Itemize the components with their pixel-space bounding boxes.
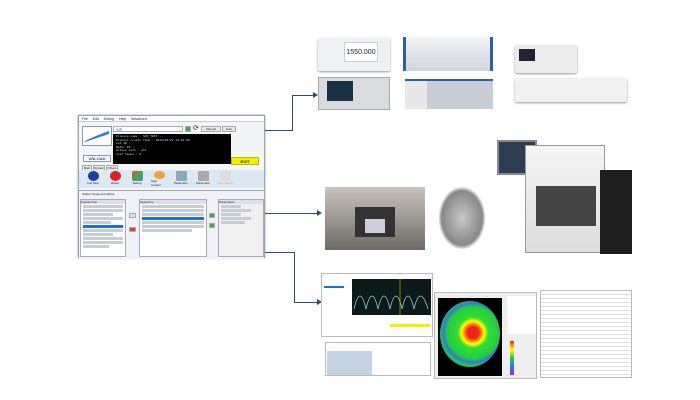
- clipboard-icon: [219, 171, 231, 181]
- move-down-button[interactable]: [209, 223, 215, 228]
- terminal-line: Active size : all: [116, 149, 147, 153]
- probe-station-photo: [325, 187, 425, 250]
- sequence-panel: Sequence: [139, 199, 207, 257]
- mode-auto-radio[interactable]: Auto: [222, 126, 236, 132]
- refresh-icon[interactable]: ⟳: [193, 125, 199, 132]
- optical-switch-chassis-image: [403, 37, 493, 71]
- hexapod-photo: [438, 186, 486, 250]
- tunable-laser-image: 1550.000: [318, 38, 390, 71]
- editor-title: Station Sequence Editor: [82, 192, 115, 196]
- optical-analyzer-image: [515, 78, 627, 102]
- parameter-icon: [175, 171, 187, 181]
- menu-advanced[interactable]: Advanced: [131, 117, 147, 121]
- connector-line: [292, 95, 293, 131]
- toolbar: Full Stop Reset Debug Step Control Param…: [79, 170, 264, 188]
- label: Next Select: [217, 181, 233, 185]
- label: Parameter: [173, 181, 188, 185]
- spectrum-software-screenshot: [321, 273, 433, 337]
- spectrum-plot: [352, 279, 431, 315]
- arrow-head-icon: [313, 92, 318, 98]
- add-step-button[interactable]: [129, 213, 136, 218]
- menu-help[interactable]: Help: [119, 117, 127, 121]
- laser-display: 1550.000: [344, 42, 378, 62]
- parameters-panel: Parameters: [218, 199, 264, 257]
- debug-button[interactable]: Debug: [129, 171, 145, 187]
- project-input[interactable]: SIP: [113, 126, 183, 132]
- label: Step Control: [151, 179, 161, 187]
- results-table-screenshot: [325, 342, 431, 376]
- controller-rack-photo: [600, 170, 632, 254]
- run-icon[interactable]: [185, 126, 191, 132]
- data-log-screenshot: [540, 290, 632, 378]
- sequence-editor: Station Sequence Editor Function list Se…: [79, 190, 264, 259]
- menu-bar: File Edit Debug Help Advanced: [79, 116, 264, 122]
- connector-line: [265, 213, 318, 214]
- terminal-line: Process name : SIP_TEST...: [116, 135, 163, 138]
- power-meter-image: [515, 45, 577, 73]
- menu-file[interactable]: File: [82, 117, 88, 121]
- function-list-panel: Function list: [80, 199, 126, 257]
- label: Reset: [111, 181, 119, 185]
- wafer-map-screenshot: [434, 292, 537, 379]
- connector-line: [265, 130, 293, 131]
- label: Full Stop: [87, 181, 99, 185]
- remove-step-button[interactable]: [129, 227, 136, 232]
- wafer-prober-photo: [525, 145, 605, 253]
- move-up-button[interactable]: [209, 213, 215, 218]
- table-icon: [197, 171, 209, 181]
- terminal-line: Lot ID :: [116, 142, 131, 146]
- terminal-line: Process create time : 2018/03/21 13:32:0…: [116, 138, 190, 142]
- stop-icon: [87, 171, 99, 181]
- panel-title: Sequence: [140, 200, 206, 204]
- wafer-heatmap: [440, 301, 500, 367]
- terminal-output: Process name : SIP_TEST... Process creat…: [113, 134, 231, 164]
- full-stop-button[interactable]: Full Stop: [85, 171, 101, 187]
- connector-line: [294, 252, 295, 303]
- step-icon: [153, 171, 165, 179]
- terminal-line: Wafer ID :: [116, 145, 135, 149]
- connector-line: [265, 252, 295, 253]
- reset-button[interactable]: Reset: [107, 171, 123, 187]
- arrow-head-icon: [317, 210, 322, 216]
- next-select-button[interactable]: Next Select: [217, 171, 233, 187]
- arrow-head-icon: [317, 299, 322, 305]
- spectrum-analyzer-image: [318, 77, 390, 110]
- pxi-chassis-image: [405, 79, 493, 109]
- debug-icon: [131, 171, 143, 181]
- mode-manual-radio[interactable]: Manual: [201, 126, 221, 132]
- connector-line: [292, 95, 314, 96]
- menu-debug[interactable]: Debug: [103, 117, 114, 121]
- logo-image: [82, 126, 112, 146]
- control-software-window: File Edit Debug Help Advanced UNLOAD SIP…: [78, 115, 265, 259]
- terminal-line: Test times : 0: [116, 152, 142, 156]
- panel-title: Parameters: [219, 200, 263, 204]
- step-control-button[interactable]: Step Control: [151, 171, 167, 187]
- parameter-button-2[interactable]: Parameter: [195, 171, 211, 187]
- parameter-button[interactable]: Parameter: [173, 171, 189, 187]
- label: Debug: [132, 181, 142, 185]
- unload-button[interactable]: UNLOAD: [83, 155, 111, 162]
- panel-title: Function list: [81, 200, 125, 204]
- menu-edit[interactable]: Edit: [92, 117, 99, 121]
- exit-button[interactable]: EXIT: [231, 157, 259, 165]
- connector-line: [294, 302, 318, 303]
- reset-icon: [109, 171, 121, 181]
- label: Parameter: [195, 181, 210, 185]
- color-scale-bar: [510, 341, 514, 375]
